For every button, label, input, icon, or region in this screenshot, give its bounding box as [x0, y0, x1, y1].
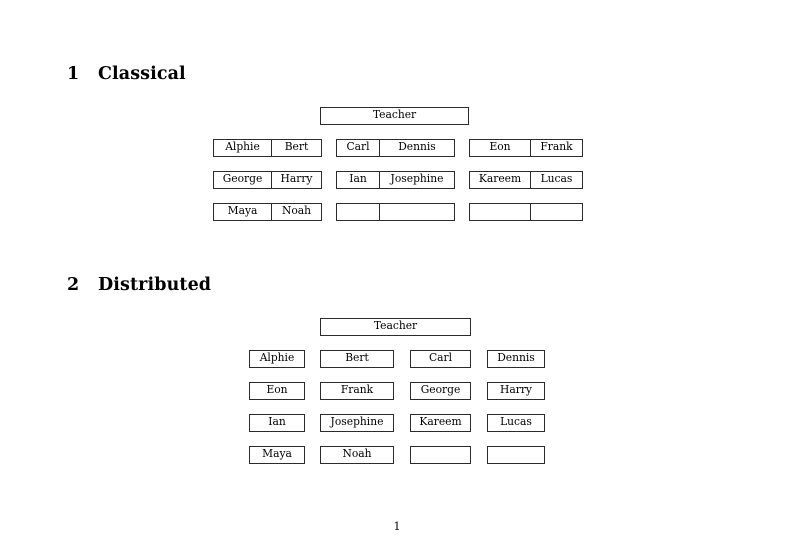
empty-cell	[530, 204, 582, 220]
empty-cell	[411, 447, 470, 463]
name-cell: Dennis	[379, 140, 454, 156]
name-cell: Noah	[342, 447, 372, 461]
name-cell: Noah	[271, 204, 321, 220]
name-cell: George	[222, 172, 263, 186]
student-box: Carl	[410, 350, 471, 368]
student-box: Bert	[320, 350, 394, 368]
name-cell: Eon	[266, 383, 288, 397]
empty-cell	[379, 204, 454, 220]
name-cell: Teacher	[373, 319, 418, 333]
student-box: Dennis	[487, 350, 545, 368]
student-row: Carl Dennis	[336, 139, 455, 157]
student-box: Frank	[320, 382, 394, 400]
student-box: Lucas	[487, 414, 545, 432]
student-row	[469, 203, 583, 221]
student-box: Maya	[249, 446, 305, 464]
teacher-box: Teacher	[320, 107, 469, 125]
student-box: Alphie	[249, 350, 305, 368]
name-cell: Josephine	[379, 172, 454, 188]
name-cell: Josephine	[330, 415, 384, 429]
section-heading-distributed: 2 Distributed	[67, 275, 211, 295]
name-cell: Dennis	[497, 351, 535, 365]
section-title: Distributed	[98, 275, 212, 295]
name-cell: Kareem	[419, 415, 462, 429]
student-row	[336, 203, 455, 221]
section-number: 1	[67, 64, 80, 84]
student-row: Alphie Bert	[213, 139, 322, 157]
name-cell: George	[420, 383, 461, 397]
empty-cell	[470, 204, 530, 220]
student-box: Josephine	[320, 414, 394, 432]
student-box	[410, 446, 471, 464]
name-cell: Lucas	[530, 172, 582, 188]
name-cell: Frank	[530, 140, 582, 156]
name-cell: Maya	[262, 447, 292, 461]
name-cell: Harry	[500, 383, 532, 397]
section-number: 2	[67, 275, 80, 295]
name-cell: Lucas	[500, 415, 532, 429]
student-box	[487, 446, 545, 464]
section-heading-classical: 1 Classical	[67, 64, 186, 84]
name-cell: Eon	[489, 140, 511, 154]
student-box: Harry	[487, 382, 545, 400]
student-box: Eon	[249, 382, 305, 400]
name-cell: Alphie	[225, 140, 260, 154]
student-box: Ian	[249, 414, 305, 432]
student-row: Maya Noah	[213, 203, 322, 221]
student-row: Ian Josephine	[336, 171, 455, 189]
name-cell: Ian	[268, 415, 286, 429]
name-cell: Carl	[428, 351, 453, 365]
name-cell: Alphie	[259, 351, 295, 365]
student-box: Kareem	[410, 414, 471, 432]
empty-cell	[337, 204, 379, 220]
student-row: George Harry	[213, 171, 322, 189]
name-cell: Carl	[346, 140, 370, 154]
student-box: Noah	[320, 446, 394, 464]
section-title: Classical	[98, 64, 186, 84]
name-cell: Bert	[345, 351, 369, 365]
name-cell: Bert	[271, 140, 321, 156]
name-cell: Maya	[227, 204, 258, 218]
name-cell: Ian	[349, 172, 367, 186]
name-cell: Harry	[271, 172, 321, 188]
teacher-box: Teacher	[320, 318, 471, 336]
page-number: 1	[393, 520, 401, 533]
name-cell: Kareem	[478, 172, 522, 186]
empty-cell	[488, 447, 544, 463]
student-row: Eon Frank	[469, 139, 583, 157]
name-cell: Teacher	[372, 108, 417, 122]
student-box: George	[410, 382, 471, 400]
name-cell: Frank	[340, 383, 374, 397]
student-row: Kareem Lucas	[469, 171, 583, 189]
